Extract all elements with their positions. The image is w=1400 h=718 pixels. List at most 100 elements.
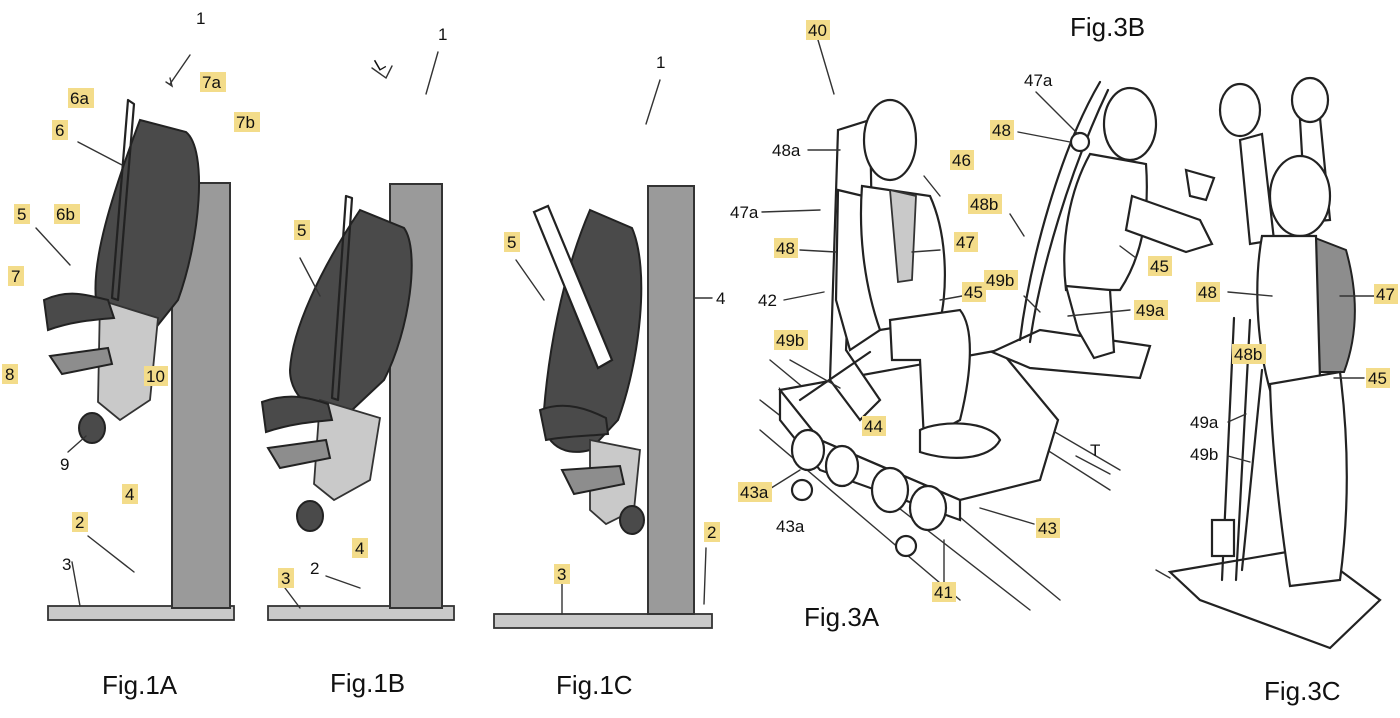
ref-L: L bbox=[371, 54, 389, 75]
ref-7a: 7a bbox=[202, 73, 221, 92]
wheel-43a bbox=[790, 428, 826, 472]
strap bbox=[538, 404, 610, 442]
seat-rail-6 bbox=[532, 204, 614, 370]
ref-46: 46 bbox=[952, 151, 971, 170]
strap bbox=[260, 395, 334, 434]
head bbox=[862, 98, 918, 182]
ref-1: 1 bbox=[656, 53, 665, 72]
floor-3 bbox=[47, 605, 235, 621]
feet bbox=[918, 422, 1002, 459]
ref-49b: 49b bbox=[776, 331, 804, 350]
caption-fig1c: Fig.1C bbox=[556, 670, 633, 700]
arm bbox=[1124, 194, 1214, 254]
ref-7b: 7b bbox=[236, 113, 255, 132]
lever-49b bbox=[798, 350, 872, 402]
roller bbox=[619, 505, 645, 535]
ref-49a: 49a bbox=[1136, 301, 1165, 320]
ref-48: 48 bbox=[992, 121, 1011, 140]
ref-47: 47 bbox=[956, 233, 975, 252]
ref-5: 5 bbox=[17, 205, 26, 224]
ref-40: 40 bbox=[808, 21, 827, 40]
ref-43a-2: 43a bbox=[776, 517, 805, 536]
caption-fig3a: Fig.3A bbox=[804, 602, 880, 632]
seat-column bbox=[313, 398, 382, 502]
ref-3: 3 bbox=[557, 565, 566, 584]
cup bbox=[1210, 518, 1236, 558]
hand-right bbox=[1290, 76, 1330, 124]
floor-3 bbox=[267, 605, 455, 621]
figure-3b: Fig.3B 47a 48 48b 45 49b 49a bbox=[968, 12, 1216, 380]
ref-47a: 47a bbox=[1024, 71, 1053, 90]
cart-44 bbox=[777, 348, 1060, 502]
ref-5: 5 bbox=[297, 221, 306, 240]
roller-9 bbox=[78, 412, 106, 444]
seat-column-10 bbox=[97, 298, 159, 422]
ref-5: 5 bbox=[507, 233, 516, 252]
harness-head bbox=[1102, 86, 1158, 162]
caption-fig1a: Fig.1A bbox=[102, 670, 178, 700]
legs bbox=[1268, 370, 1348, 588]
wheel bbox=[908, 484, 948, 532]
legs bbox=[1064, 284, 1116, 360]
frame-48b bbox=[1240, 368, 1264, 572]
floor-3 bbox=[493, 613, 713, 629]
figure-3c: 48 47 48b 45 49a 49b Fig.3C bbox=[1155, 76, 1398, 706]
ref-4: 4 bbox=[355, 539, 364, 558]
strap-7 bbox=[42, 292, 116, 332]
ref-47a: 47a bbox=[730, 203, 759, 222]
ref-2: 2 bbox=[310, 559, 319, 578]
ref-6a: 6a bbox=[70, 89, 89, 108]
ref-42: 42 bbox=[758, 291, 777, 310]
ref-43: 43 bbox=[1038, 519, 1057, 538]
ref-49b: 49b bbox=[1190, 445, 1218, 464]
ref-9: 9 bbox=[60, 455, 69, 474]
ref-3: 3 bbox=[62, 555, 71, 574]
seat-rail-6 bbox=[110, 98, 136, 302]
seat-rail-6 bbox=[330, 194, 354, 402]
ref-41: 41 bbox=[934, 583, 953, 602]
harness-47 bbox=[1308, 234, 1356, 373]
wheel bbox=[790, 478, 814, 502]
ref-T: T bbox=[1090, 441, 1100, 460]
wheel bbox=[870, 466, 910, 514]
ref-48b: 48b bbox=[1234, 345, 1262, 364]
roller bbox=[296, 500, 324, 532]
figure-1a: 1 6a 7a 6 7b 5 6b 7 8 10 9 4 2 3 Fig.1A bbox=[2, 9, 260, 700]
raised-arm-left bbox=[1238, 132, 1276, 246]
hand bbox=[1184, 168, 1216, 202]
head bbox=[1268, 154, 1332, 238]
footrest bbox=[560, 464, 626, 496]
ref-49a: 49a bbox=[1190, 413, 1219, 432]
ref-2: 2 bbox=[75, 513, 84, 532]
ref-6b: 6b bbox=[56, 205, 75, 224]
frame-rail bbox=[1028, 88, 1110, 344]
caption-fig1b: Fig.1B bbox=[330, 668, 405, 698]
ref-1: 1 bbox=[196, 9, 205, 28]
base-plate bbox=[1167, 546, 1382, 650]
caption-fig3c: Fig.3C bbox=[1264, 676, 1341, 706]
ref-8: 8 bbox=[5, 365, 14, 384]
ref-45: 45 bbox=[1368, 369, 1387, 388]
ref-48b: 48b bbox=[970, 195, 998, 214]
footrest bbox=[266, 438, 332, 470]
figure-3a: 40 48a 46 47a 48 47 42 45 49b 44 T 43a 4… bbox=[730, 20, 1121, 632]
harness-47 bbox=[888, 188, 917, 284]
footrest-8 bbox=[48, 346, 114, 376]
wheel bbox=[824, 444, 860, 488]
figure-1c: 1 5 4 3 2 Fig.1C bbox=[493, 53, 725, 700]
ref-44: 44 bbox=[864, 417, 883, 436]
ref-4: 4 bbox=[716, 289, 725, 308]
frame-arc-48 bbox=[1018, 80, 1102, 342]
ref-6: 6 bbox=[55, 121, 64, 140]
torso-48 bbox=[1256, 234, 1322, 392]
ref-43a-1: 43a bbox=[740, 483, 769, 502]
ref-2: 2 bbox=[707, 523, 716, 542]
ref-45: 45 bbox=[964, 283, 983, 302]
ref-45: 45 bbox=[1150, 257, 1169, 276]
pivot-47a bbox=[1069, 131, 1091, 153]
ref-arrow-1 bbox=[169, 54, 191, 85]
hand-left bbox=[1218, 82, 1262, 138]
ref-48: 48 bbox=[776, 239, 795, 258]
ref-49b: 49b bbox=[986, 271, 1014, 290]
